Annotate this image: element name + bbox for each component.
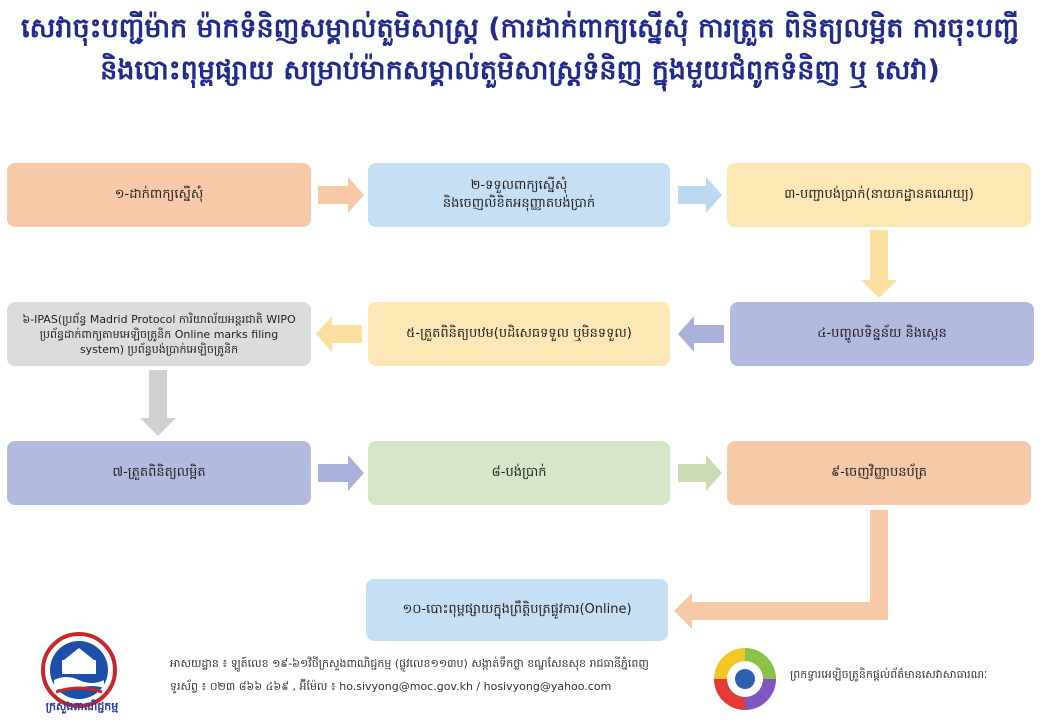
- step-5-preliminary-examination: ៥-ត្រួតពិនិត្យបឋម(បដិសេធទទួល ឬមិនទទួល): [368, 302, 670, 366]
- step-8-payment: ៨-បង់ប្រាក់: [368, 441, 670, 505]
- ministry-logo: [41, 632, 117, 708]
- arrow-7-to-8: [318, 455, 364, 491]
- step-2-label-line2: និងចេញលិខិតអនុញ្ញាតបង់ប្រាក់: [442, 196, 596, 211]
- step-7-label: ៧-ត្រួតពិនិត្យលម្អិត: [112, 465, 206, 480]
- arrow-5-to-6: [316, 316, 362, 352]
- e-portal-logo: [714, 648, 776, 710]
- step-1-submit-application: ១-ដាក់ពាក្យស្នើសុំ: [7, 163, 311, 227]
- step-7-detailed-examination: ៧-ត្រួតពិនិត្យលម្អិត: [7, 441, 311, 505]
- e-portal-text: ព្រកទ្វារអេឡិចត្រូនិកផ្តល់ព័ត៌មានសេវាសាធ…: [790, 668, 988, 681]
- step-1-label: ១-ដាក់ពាក្យស្នើសុំ: [114, 187, 204, 202]
- arrow-3-to-4: [861, 230, 897, 298]
- step-10-label: ១០-បោះពុម្ពផ្សាយក្នុងព្រឹត្តិបត្រផ្លូវកា…: [402, 602, 632, 617]
- arrow-9-to-10: [674, 510, 888, 629]
- arrow-8-to-9: [678, 455, 722, 491]
- arrow-4-to-5: [678, 316, 724, 352]
- step-10-publish-gazette: ១០-បោះពុម្ពផ្សាយក្នុងព្រឹត្តិបត្រផ្លូវកា…: [366, 579, 668, 641]
- step-3-payment-order: ៣-បញ្ជាបង់ប្រាក់(នាយកដ្ឋានគណេយ្យ): [727, 163, 1031, 227]
- footer-contact: ទូរស័ព្ទ ៖ ០២៣ ៨៦៦ ៤៦៩ , អ៊ីម៉ែល ៖ ho.si…: [170, 680, 612, 693]
- arrow-1-to-2: [318, 177, 364, 213]
- step-3-label: ៣-បញ្ជាបង់ប្រាក់(នាយកដ្ឋានគណេយ្យ): [784, 187, 974, 202]
- step-5-label: ៥-ត្រួតពិនិត្យបឋម(បដិសេធទទួល ឬមិនទទួល): [406, 326, 632, 341]
- step-6-label: ៦-IPAS(ប្រព័ន្ធ Madrid Protocol ការិយាល័…: [22, 312, 296, 356]
- step-2-receive-application: ២-ទទួលពាក្យស្នើសុំ និងចេញលិខិតអនុញ្ញាតបង…: [368, 163, 670, 227]
- step-4-data-entry-scan: ៤-បញ្ចូលទិន្នន័យ និងស្កេន: [730, 302, 1034, 366]
- arrow-2-to-3: [678, 177, 722, 213]
- step-9-label: ៩-ចេញវិញ្ញាបនប័ត្រ: [831, 465, 927, 480]
- arrow-6-to-7: [140, 370, 176, 436]
- step-4-label: ៤-បញ្ចូលទិន្នន័យ និងស្កេន: [817, 326, 947, 341]
- step-8-label: ៨-បង់ប្រាក់: [491, 465, 547, 480]
- step-2-label-line1: ២-ទទួលពាក្យស្នើសុំ: [470, 178, 568, 193]
- page-title: សេវាចុះបញ្ជីម៉ាក ម៉ាកទំនិញសម្គាល់តួមិសាស…: [21, 13, 1019, 86]
- footer-address: អាសយដ្ឋាន ៖ ឡូត៍លេខ ១៩-៦១វិថីក្រសួងពាណិជ…: [170, 657, 649, 670]
- step-6-ipas-systems: ៦-IPAS(ប្រព័ន្ធ Madrid Protocol ការិយាល័…: [7, 302, 311, 366]
- step-9-issue-certificate: ៩-ចេញវិញ្ញាបនប័ត្រ: [727, 441, 1031, 505]
- ministry-name: ក្រសួងពាណិជ្ជកម្ម: [45, 700, 119, 713]
